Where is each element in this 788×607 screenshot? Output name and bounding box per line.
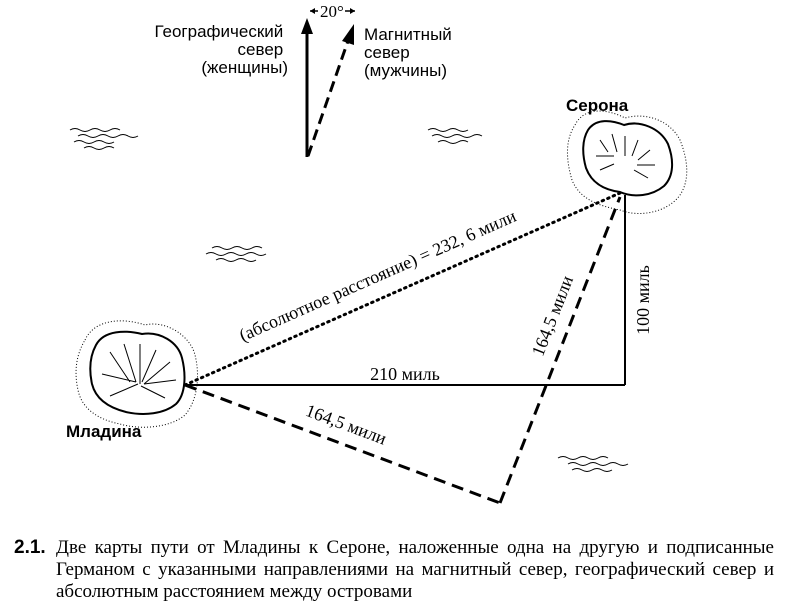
angle-bracket-right-tip xyxy=(350,8,355,14)
magnetic-leg-2-label: 164,5 мили xyxy=(528,272,578,358)
magnetic-north-arrowhead xyxy=(342,24,354,45)
absolute-distance-label: (абсолютное расстояние) = 232, 6 мили xyxy=(236,206,520,347)
compass: 20° Географический север (женщины) Магни… xyxy=(154,2,457,157)
island-serona-coast xyxy=(582,120,674,197)
figure-caption: 2.1. Две карты пути от Младины к Сероне,… xyxy=(14,537,774,603)
wave-cluster xyxy=(557,456,629,472)
magnetic-north-arrow xyxy=(306,37,351,157)
island-serona xyxy=(567,110,688,214)
north-leg-label: 100 миль xyxy=(633,265,653,335)
island-mledina-label: Младина xyxy=(66,422,142,441)
wave-cluster xyxy=(427,128,483,144)
magnetic-north-line-3: (мужчины) xyxy=(364,61,447,80)
route-absolute-distance xyxy=(183,191,622,387)
routes xyxy=(183,191,626,505)
island-mledina-coast xyxy=(89,330,186,415)
magnetic-north-line-1: Магнитный xyxy=(364,25,452,44)
map-diagram: 20° Географический север (женщины) Магни… xyxy=(66,2,688,505)
angle-bracket-left-tip xyxy=(310,8,315,14)
east-leg-label: 210 миль xyxy=(370,364,440,384)
island-mledina-detail xyxy=(101,343,177,399)
geographic-north-line-3: (женщины) xyxy=(201,58,288,77)
wave-cluster xyxy=(205,246,267,262)
geographic-north-arrowhead xyxy=(301,18,313,34)
geographic-north-line-2: север xyxy=(238,40,284,59)
island-mledina xyxy=(75,320,199,428)
magnetic-leg-1-label: 164,5 мили xyxy=(303,400,390,449)
route-magnetic-leg-2 xyxy=(498,196,622,504)
caption-number: 2.1. xyxy=(14,537,46,558)
island-serona-detail xyxy=(596,133,655,179)
caption-text: Две карты пути от Младины к Сероне, нало… xyxy=(56,537,774,602)
geographic-north-label: Географический север (женщины) xyxy=(154,22,288,77)
route-magnetic-leg-1 xyxy=(184,383,501,505)
geographic-north-line-1: Географический xyxy=(154,22,283,41)
island-serona-outer xyxy=(567,110,688,214)
sea-waves xyxy=(69,128,629,472)
island-serona-label: Серона xyxy=(566,96,629,115)
magnetic-north-label: Магнитный север (мужчины) xyxy=(364,25,457,80)
angle-label: 20° xyxy=(320,2,344,21)
wave-cluster xyxy=(69,128,139,150)
magnetic-north-line-2: север xyxy=(364,43,410,62)
